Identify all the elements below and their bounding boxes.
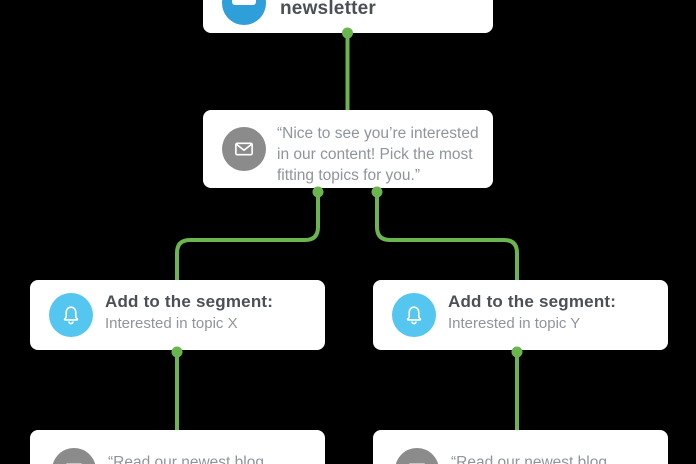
form-shape bbox=[232, 0, 256, 5]
connector-email-to-left-segment bbox=[175, 192, 320, 280]
segment-title: Add to the segment: bbox=[105, 292, 274, 311]
node-message: “Read our newest blog bbox=[108, 454, 264, 464]
envelope-icon bbox=[395, 448, 439, 464]
flow-node-newsletter[interactable]: newsletter bbox=[203, 0, 493, 33]
node-label: newsletter bbox=[280, 0, 376, 19]
segment-title: Add to the segment: bbox=[448, 292, 617, 311]
connector-dot bbox=[371, 186, 383, 198]
segment-subtitle: Interested in topic Y bbox=[448, 315, 581, 332]
flow-node-segment-topic-y[interactable]: Add to the segment: Interested in topic … bbox=[373, 280, 668, 350]
envelope-icon bbox=[52, 448, 96, 464]
envelope-icon bbox=[222, 127, 266, 171]
bell-icon bbox=[49, 293, 93, 337]
flow-node-blog-email-right[interactable]: “Read our newest blog bbox=[373, 430, 668, 464]
flow-node-segment-topic-x[interactable]: Add to the segment: Interested in topic … bbox=[30, 280, 325, 350]
bell-icon bbox=[392, 293, 436, 337]
signup-form-icon bbox=[222, 0, 266, 25]
flow-node-email-message[interactable]: “Nice to see you’re interested in our co… bbox=[203, 110, 493, 188]
connector-email-to-right-segment bbox=[375, 192, 519, 280]
node-message: “Nice to see you’re interested in our co… bbox=[277, 125, 479, 184]
connector-dot bbox=[312, 186, 324, 198]
segment-subtitle: Interested in topic X bbox=[105, 315, 238, 332]
node-message: “Read our newest blog bbox=[451, 454, 607, 464]
flow-node-blog-email-left[interactable]: “Read our newest blog bbox=[30, 430, 325, 464]
